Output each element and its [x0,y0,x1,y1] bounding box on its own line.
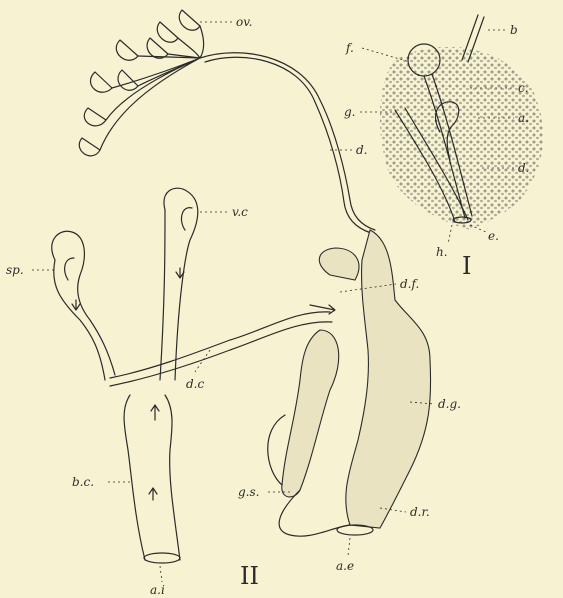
gland-gs [282,330,339,497]
panel-label-one: I [462,252,471,280]
label-d-two: d. [356,143,368,157]
label-f: f. [345,41,354,55]
label-vc: v.c [232,205,248,219]
spermatheca-inner [65,258,74,280]
tissue-mass [380,47,543,230]
label-df: d.f. [400,277,419,291]
label-bc: b.c. [72,475,94,489]
spermatheca-sp [52,231,115,380]
label-e: e. [488,229,499,243]
bursa-bc [124,395,180,560]
label-dr: d.r. [410,505,430,519]
label-g: g. [344,105,356,119]
label-sp: sp. [6,263,24,277]
label-a: a. [518,111,529,125]
label-dc: d.c [186,377,204,391]
label-gs: g.s. [238,485,259,499]
vesicle-vc-inner [181,208,192,230]
label-c: c. [518,81,529,95]
gland-df [319,248,359,280]
vesicle-vc [164,188,198,380]
oviduct-d [200,53,375,233]
label-ae: a.e [336,559,354,573]
duct-dc [110,312,332,386]
label-h: h. [436,245,448,259]
label-d-one: d. [518,161,530,175]
gland-dg [346,230,431,528]
arrow-up-ai [149,488,157,500]
arrow-up-bc [151,405,159,420]
panel-label-two: II [240,562,259,590]
arrow-down-sp [72,300,80,310]
label-b: b [510,23,518,37]
ovary-stems [100,26,204,150]
label-ai: a.i [150,583,165,597]
opening-ae [337,525,373,535]
ovary-ov [79,10,200,156]
label-ov: ov. [236,15,252,29]
vesicle-vc-left [160,210,165,380]
panel-two-drawing [52,10,431,563]
opening-ai [144,553,180,563]
label-dg: d.g. [438,397,461,411]
